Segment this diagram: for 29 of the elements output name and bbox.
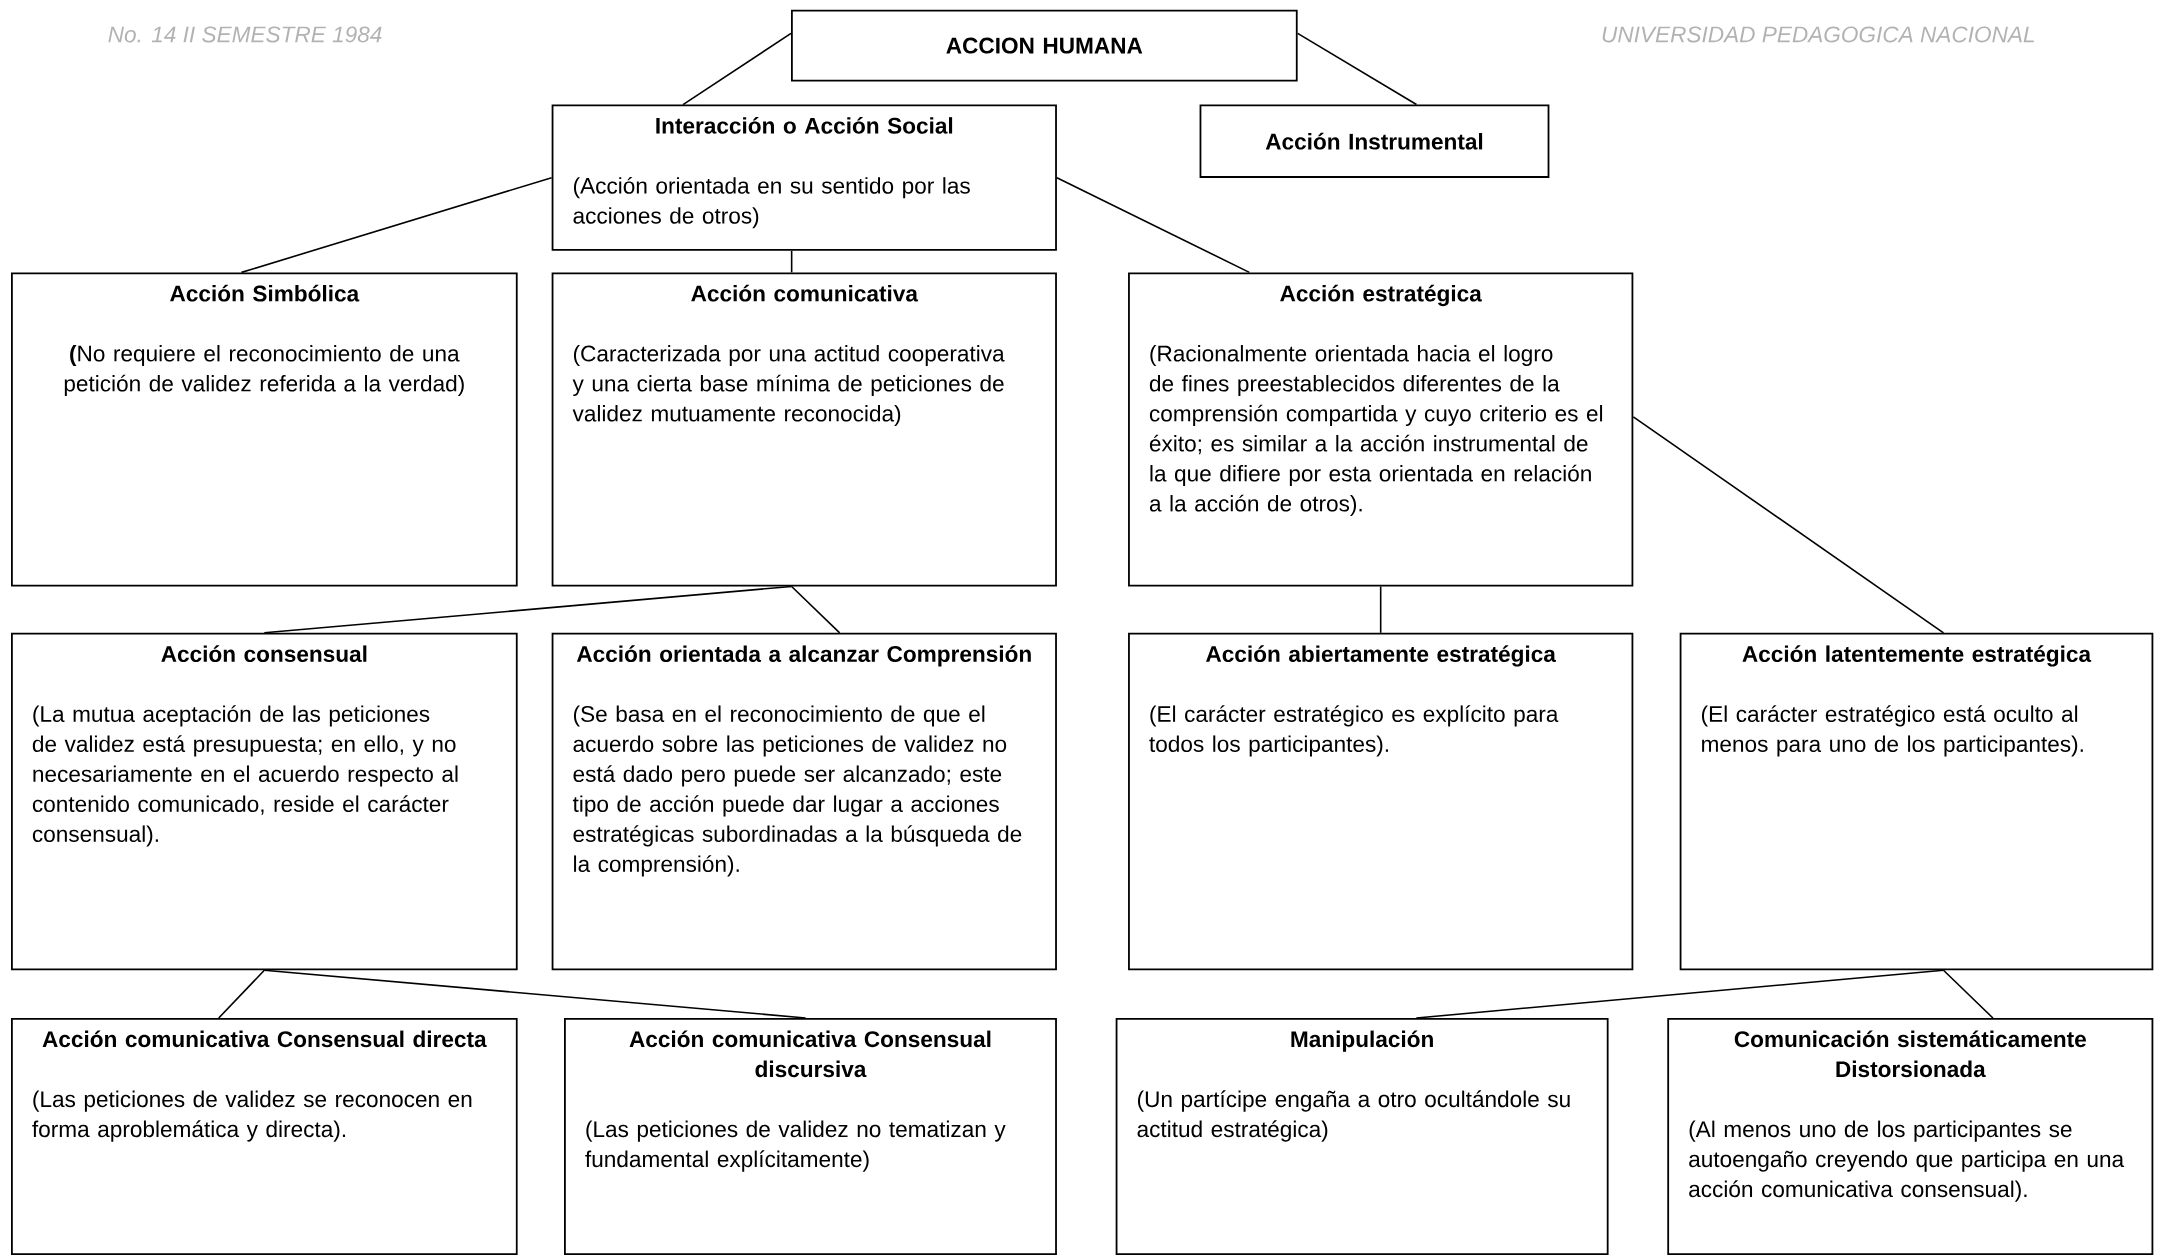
text-box: Acción Instrumental — [1199, 104, 1550, 178]
text-box: Acción abiertamente estratégica (El carácter estratégico es explícito para todos los participantes). — [1128, 632, 1634, 971]
text-box: Comunicación sistemáticamente Distorsionada (Al menos uno de los participantes se autoengaño creyendo que participa en una acción comunicativa consensual). — [1667, 1017, 2154, 1255]
connector-line — [217, 969, 266, 1019]
text-box: ACCION HUMANA — [791, 9, 1298, 82]
connector-line — [263, 969, 807, 1019]
text-box: Acción latentemente estratégica (El carácter estratégico está oculto al menos para uno de los participantes). — [1679, 632, 2154, 971]
connector-line — [1056, 176, 1251, 274]
text-box: Acción comunicativa (Caracterizada por una actitud cooperativa y una cierta base mínima de peticiones de validez mutuamente reconocida) — [551, 272, 1057, 587]
header-text: No. 14 II SEMESTRE 1984 — [108, 26, 382, 43]
connector-line — [790, 249, 793, 274]
connector-line — [1632, 416, 1945, 634]
text-box: Acción estratégica (Racionalmente orientada hacia el logro de fines preestablecidos diferentes de la comprensión compartida y cuyo criterio es el éxito; es similar a la acción instrumental de la que difiere por esta orientada en relación a la acción de otros). — [1128, 272, 1634, 587]
text-box: Acción Simbólica (No requiere el reconocimiento de una petición de validez referida a la verdad) — [11, 272, 518, 587]
connector-line — [1415, 969, 1945, 1019]
connector-line — [682, 32, 792, 106]
connector-line — [1296, 32, 1418, 106]
text-box: Interacción o Acción Social (Acción orientada en su sentido por las acciones de otros) — [551, 104, 1057, 251]
header-text: UNIVERSIDAD PEDAGOGICA NACIONAL — [1602, 26, 2034, 43]
text-box: Manipulación (Un partícipe engaña a otro ocultándole su actitud estratégica) — [1115, 1017, 1609, 1255]
text-box: Acción comunicativa Consensual discursiva (Las peticiones de validez no tematizan y fundamental explícitamente) — [564, 1017, 1057, 1255]
text-box: Acción orientada a alcanzar Comprensión (Se basa en el reconocimiento de que el acuerdo sobre las peticiones de validez no está dado pero puede ser alcanzado; este tipo de acción puede dar lugar a acciones estratégicas subordinadas a la búsqueda de la comprensión). — [551, 632, 1057, 971]
text-box: Acción consensual (La mutua aceptación de las peticiones de validez está presupuesta; en ello, y no necesariamente en el acuerdo respecto al contenido comunicado, reside el carácter consensual). — [11, 632, 518, 971]
connector-line — [263, 585, 793, 634]
text-box: Acción comunicativa Consensual directa (Las peticiones de validez se reconocen en forma aproblemática y directa). — [11, 1017, 518, 1255]
connector-line — [1942, 969, 1994, 1019]
connector-line — [790, 585, 841, 634]
connector-line — [1379, 585, 1382, 634]
connector-line — [240, 176, 553, 274]
